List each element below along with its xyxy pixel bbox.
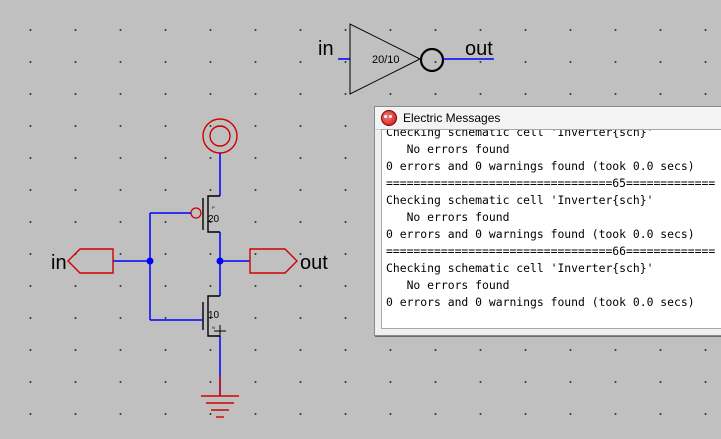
inverter-icon[interactable]: in out 20/10 [318, 23, 494, 95]
message-line: =================================65=====… [386, 176, 716, 190]
crosshair-cursor-icon [214, 325, 226, 337]
messages-lines: Checking schematic cell 'Inverter{sch}' … [386, 129, 716, 311]
ground-icon[interactable] [201, 376, 239, 418]
nmos-tag: N [212, 325, 215, 330]
circuit-out-label: out [300, 252, 328, 274]
message-line: No errors found [386, 278, 510, 292]
pmos-tag: P [212, 205, 215, 210]
inverter-bubble [419, 47, 445, 73]
circuit-in-label: in [51, 252, 67, 274]
icon-size-label: 20/10 [372, 54, 400, 66]
messages-title: Electric Messages [403, 111, 501, 125]
inverter-circuit[interactable]: 20 P 10 N in [51, 118, 328, 418]
message-line: Checking schematic cell 'Inverter{sch}' [386, 193, 654, 207]
power-icon[interactable] [202, 118, 238, 154]
message-line: 0 errors and 0 warnings found (took 0.0 … [386, 227, 695, 241]
message-line: No errors found [386, 210, 510, 224]
message-line: Checking schematic cell 'Inverter{sch}' [386, 261, 654, 275]
pmos-transistor[interactable]: 20 P [190, 195, 220, 233]
nmos-size-label: 10 [208, 310, 220, 321]
inverter-triangle [349, 23, 422, 95]
output-port[interactable]: out [249, 248, 328, 274]
output-junction [216, 257, 224, 265]
icon-out-label: out [465, 38, 493, 60]
message-line: Checking schematic cell 'Inverter{sch}' [386, 129, 654, 139]
input-junction [146, 257, 154, 265]
message-line: =================================66=====… [386, 244, 716, 258]
pmos-size-label: 20 [208, 214, 220, 225]
message-line: 0 errors and 0 warnings found (took 0.0 … [386, 295, 695, 309]
nmos-transistor[interactable]: 10 N [150, 295, 220, 337]
messages-window[interactable]: Electric Messages Checking schematic cel… [374, 106, 721, 336]
messages-titlebar[interactable]: Electric Messages [375, 107, 721, 130]
message-line: 0 errors and 0 warnings found (took 0.0 … [386, 159, 695, 173]
message-line: No errors found [386, 142, 510, 156]
icon-in-label: in [318, 38, 334, 60]
input-port[interactable]: in [51, 248, 114, 274]
messages-text-area[interactable]: Checking schematic cell 'Inverter{sch}' … [381, 129, 721, 329]
electric-app-icon [381, 110, 397, 126]
